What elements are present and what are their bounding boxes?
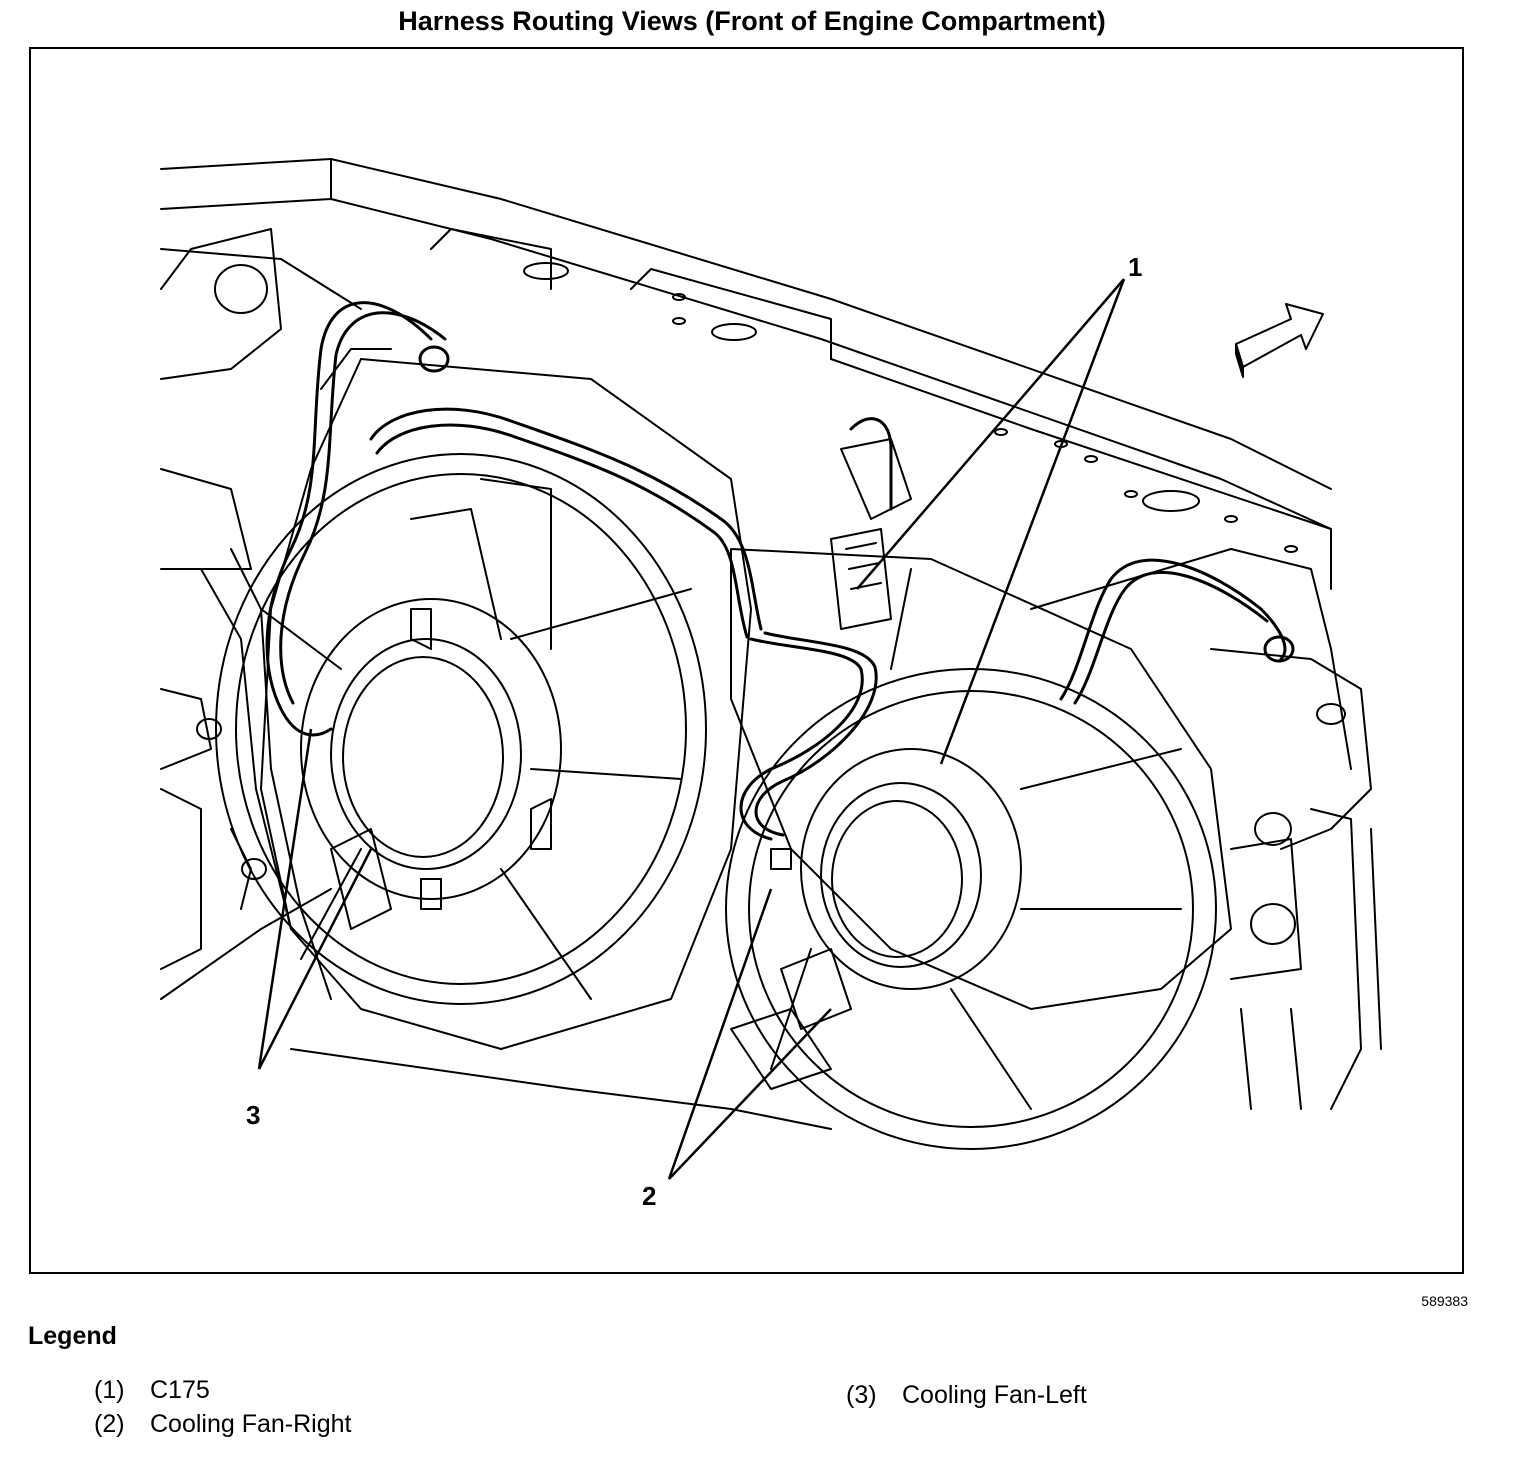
radiator-support [160,158,1332,590]
legend-item-text: C175 [150,1376,210,1404]
left-frame-structure [160,228,332,1000]
legend-item-number: (3) [846,1381,877,1409]
right-frame-structure [1210,648,1382,1110]
legend-item-2: (2) Cooling Fan-Right [94,1410,352,1439]
callout-label-2: 2 [642,1181,656,1211]
legend-item-number: (1) [94,1376,125,1404]
orientation-arrow-icon [1235,303,1324,378]
legend-item-number: (2) [94,1410,125,1438]
right-fan-shroud [730,548,1352,1010]
lower-brackets [290,828,852,1130]
legend-heading: Legend [28,1322,117,1350]
left-cooling-fan [215,453,707,1005]
legend-item-1: (1) C175 [94,1376,210,1405]
wiring-harness [265,301,1295,841]
c175-connector [830,438,912,630]
legend-item-text: Cooling Fan-Right [150,1410,352,1438]
figure-id: 589383 [1421,1293,1468,1309]
right-cooling-fan [725,568,1217,1150]
callout-label-1: 1 [1128,252,1142,282]
callout-label-3: 3 [246,1100,260,1130]
diagram-title: Harness Routing Views (Front of Engine C… [398,6,1106,36]
engine-compartment-illustration: 1 2 3 [160,158,1382,1211]
diagram-frame: 1 2 3 [29,47,1464,1274]
legend-item-text: Cooling Fan-Left [902,1381,1087,1409]
legend-item-3: (3) Cooling Fan-Left [846,1381,1087,1410]
callout-leaders [257,278,1126,1180]
